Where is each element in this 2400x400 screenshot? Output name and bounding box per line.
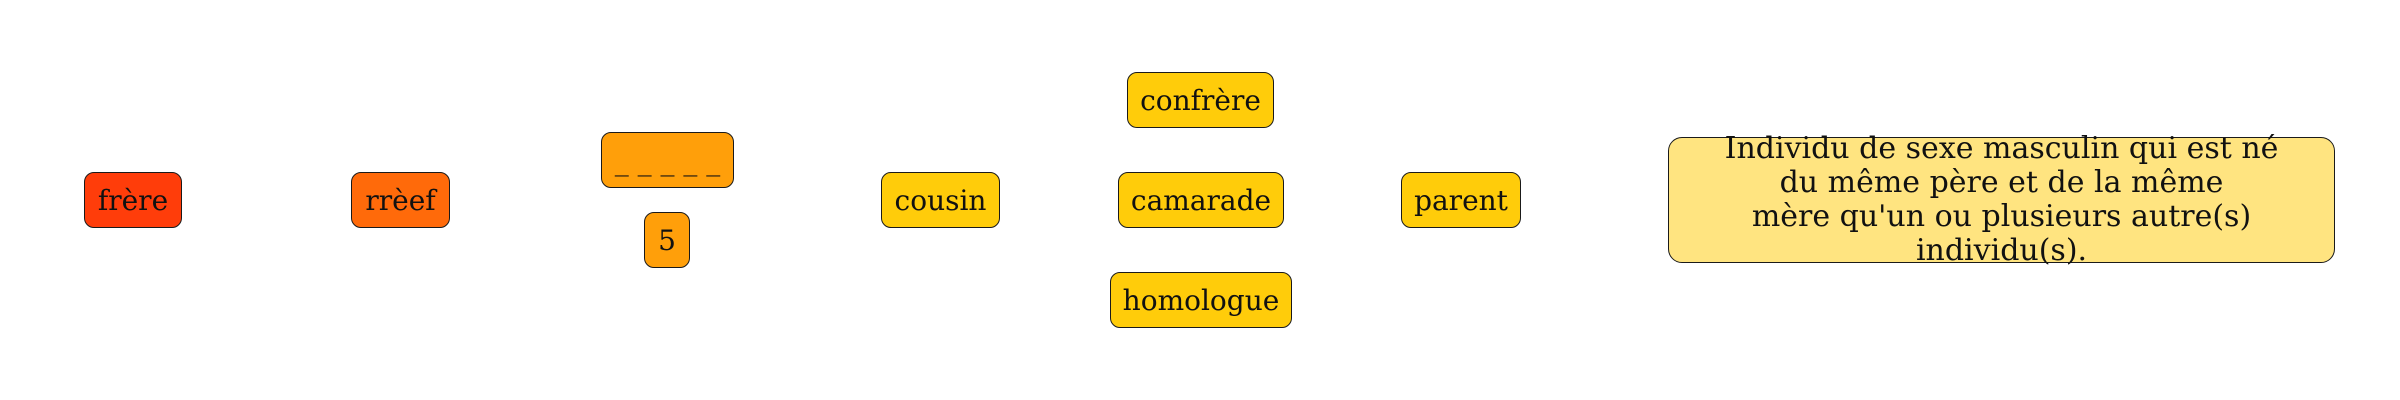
- blanks-node: _ _ _ _ _: [601, 132, 734, 188]
- related-word-homologue: homologue: [1110, 272, 1292, 328]
- related-word-camarade: camarade: [1118, 172, 1284, 228]
- letter-count-node: 5: [644, 212, 690, 268]
- definition-node: Individu de sexe masculin qui est né du …: [1668, 132, 2335, 268]
- related-word-cousin: cousin: [881, 172, 1000, 228]
- related-word-parent: parent: [1401, 172, 1521, 228]
- word-node: frère: [84, 172, 182, 228]
- anagram-node: rrèef: [351, 172, 450, 228]
- related-word-confrere: confrère: [1127, 72, 1274, 128]
